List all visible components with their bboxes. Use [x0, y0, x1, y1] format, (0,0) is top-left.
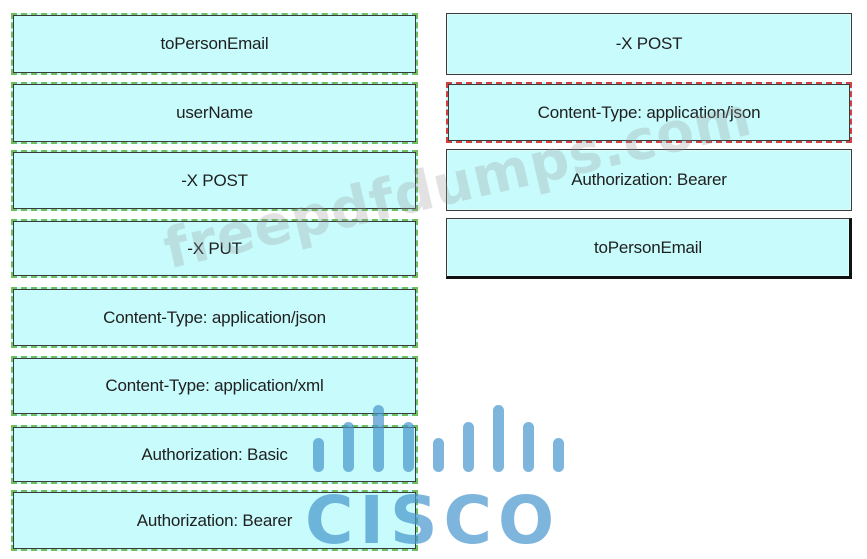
source-item-to-person-email[interactable]: toPersonEmail — [11, 13, 418, 75]
source-item-authorization-basic[interactable]: Authorization: Basic — [11, 425, 418, 484]
source-item-content-type-xml[interactable]: Content-Type: application/xml — [11, 356, 418, 416]
source-item-x-put[interactable]: -X PUT — [11, 219, 418, 278]
target-slot-1[interactable]: -X POST — [446, 13, 852, 75]
source-item-x-post[interactable]: -X POST — [11, 150, 418, 211]
target-slot-4[interactable]: toPersonEmail — [446, 218, 852, 279]
target-slot-2[interactable]: Content-Type: application/json — [446, 82, 852, 143]
source-item-content-type-json[interactable]: Content-Type: application/json — [11, 287, 418, 348]
source-item-authorization-bearer[interactable]: Authorization: Bearer — [11, 490, 418, 551]
source-item-user-name[interactable]: userName — [11, 82, 418, 144]
target-slot-3[interactable]: Authorization: Bearer — [446, 149, 852, 211]
